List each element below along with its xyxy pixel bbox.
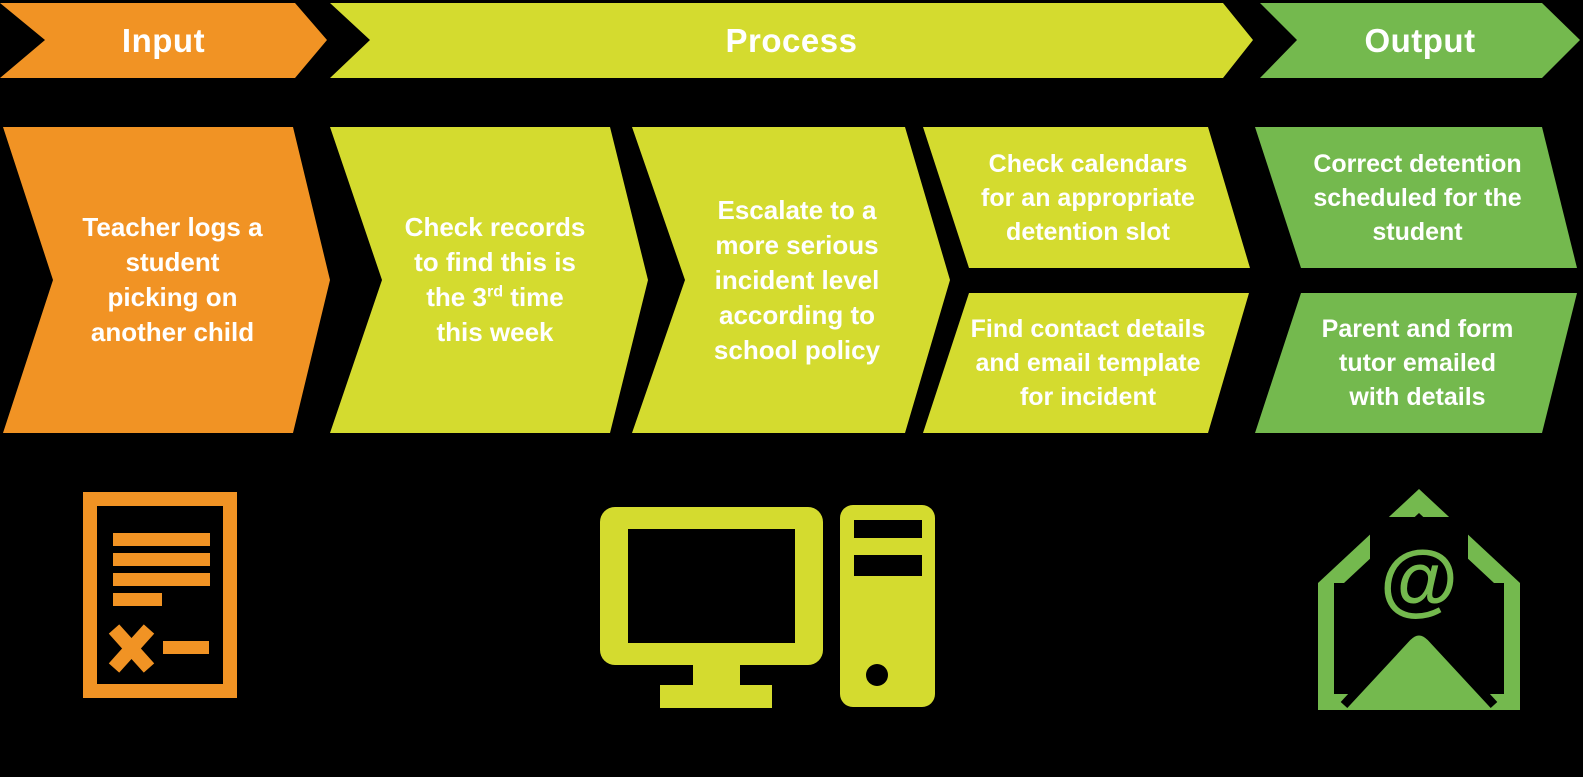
step-text-line: scheduled for the (1313, 183, 1522, 212)
step-text-line: Teacher logs a (82, 212, 263, 242)
computer-icon-svg (600, 505, 935, 708)
step-text-line: student (1372, 217, 1463, 246)
step-text-line: for an appropriate (981, 183, 1195, 212)
process-step2-chevron: Escalate to a more serious incident leve… (632, 127, 950, 433)
output-header-arrow: Output (1260, 3, 1580, 78)
step-text-line: detention slot (1006, 217, 1170, 246)
incident-form-document-icon (83, 492, 237, 698)
step-text-line: picking on (107, 282, 238, 312)
process-step4-chevron-bottom-half: Find contact details and email template … (923, 293, 1249, 433)
step-text-line: and email template (975, 349, 1201, 377)
step-text-line: student (125, 247, 220, 277)
step-text-line: school policy (713, 334, 881, 365)
step-text-line: Correct detention (1313, 149, 1522, 178)
step-text-line: according to (718, 299, 875, 330)
output-step1-chevron-top-half: Correct detention scheduled for the stud… (1255, 127, 1577, 268)
step-text-line: another child (90, 317, 255, 347)
superscript-ordinal: rd (486, 282, 504, 301)
step-text-line: Find contact details (970, 315, 1206, 343)
step-text-line: the 3rd time (426, 280, 564, 315)
step-text-line: more serious (715, 229, 879, 260)
process-step3-chevron-top-half: Check calendars for an appropriate deten… (923, 127, 1250, 268)
line-text: the 3 (426, 282, 487, 312)
input-header-label: Input (121, 21, 206, 59)
step-text-line: to find this is (414, 247, 576, 277)
process-header-label: Process (725, 21, 858, 59)
process-header-arrow: Process (330, 3, 1253, 78)
output-step2-chevron-bottom-half: Parent and form tutor emailed with detai… (1255, 293, 1577, 433)
step-text-line: Escalate to a (717, 194, 877, 225)
step-text-line: with details (1349, 383, 1486, 411)
line-text: time (503, 282, 564, 312)
process-step1-chevron: Check records to find this is the 3rd ti… (330, 127, 648, 433)
svg-text:@: @ (1380, 535, 1458, 624)
email-icon-svg: @ (1318, 489, 1520, 710)
input-step-chevron: Teacher logs a student picking on anothe… (3, 127, 330, 433)
step-text-line: Check records (404, 212, 586, 242)
open-envelope-email-icon: @ (1318, 487, 1520, 710)
document-icon-svg (83, 492, 237, 698)
step-text-line: Parent and form (1321, 315, 1514, 343)
output-header-label: Output (1364, 21, 1476, 59)
input-header-arrow: Input (0, 3, 327, 78)
step-text-line: for incident (1019, 383, 1157, 411)
step-text-line: this week (436, 317, 554, 347)
step-text-line: incident level (714, 264, 880, 295)
step-text-line: Check calendars (988, 149, 1188, 178)
step-text-line: tutor emailed (1339, 349, 1496, 377)
desktop-computer-icon (600, 505, 935, 708)
